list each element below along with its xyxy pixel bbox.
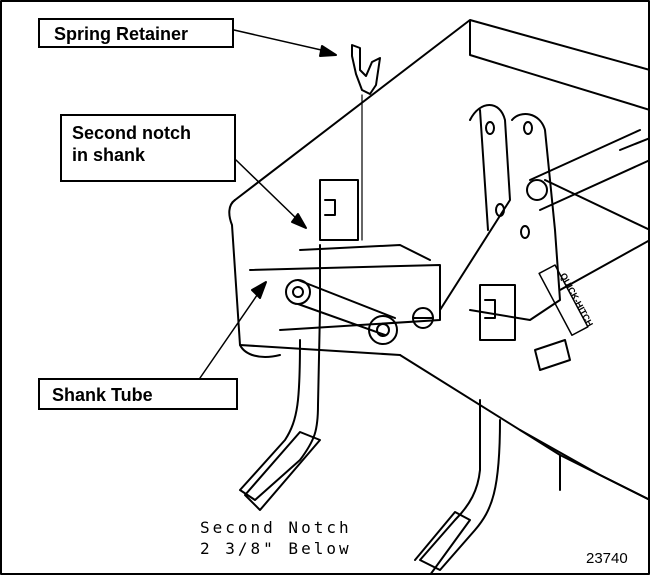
- note-line-1: Second Notch: [200, 518, 352, 537]
- hitch-arm-right: [469, 113, 561, 321]
- frame-plate: [234, 19, 650, 201]
- shank-right: [419, 399, 501, 571]
- decal: [538, 264, 589, 337]
- callout-second-notch: Second notch in shank: [60, 114, 236, 182]
- notch-block-right: [479, 284, 516, 341]
- leader-spring: [233, 29, 331, 53]
- note-line-2: 2 3/8" Below: [200, 539, 352, 558]
- callout-shank-tube: Shank Tube: [38, 378, 238, 410]
- leader-tube: [199, 287, 263, 379]
- shank-right-point: [414, 511, 471, 575]
- spring-retainer: [351, 44, 381, 95]
- notch-block-left: [319, 179, 359, 241]
- hitch-arm-left: [439, 104, 511, 311]
- callout-spring-retainer: Spring Retainer: [38, 18, 234, 48]
- shank-left: [239, 309, 321, 501]
- shank-tube: [249, 264, 441, 331]
- leader-notch: [235, 159, 301, 223]
- frame-side: [228, 199, 281, 358]
- pin-right: [368, 315, 398, 345]
- frame-bottom: [399, 354, 650, 501]
- top-link: [529, 129, 650, 211]
- shank-left-point: [244, 431, 321, 511]
- figure-number: 23740: [586, 550, 628, 567]
